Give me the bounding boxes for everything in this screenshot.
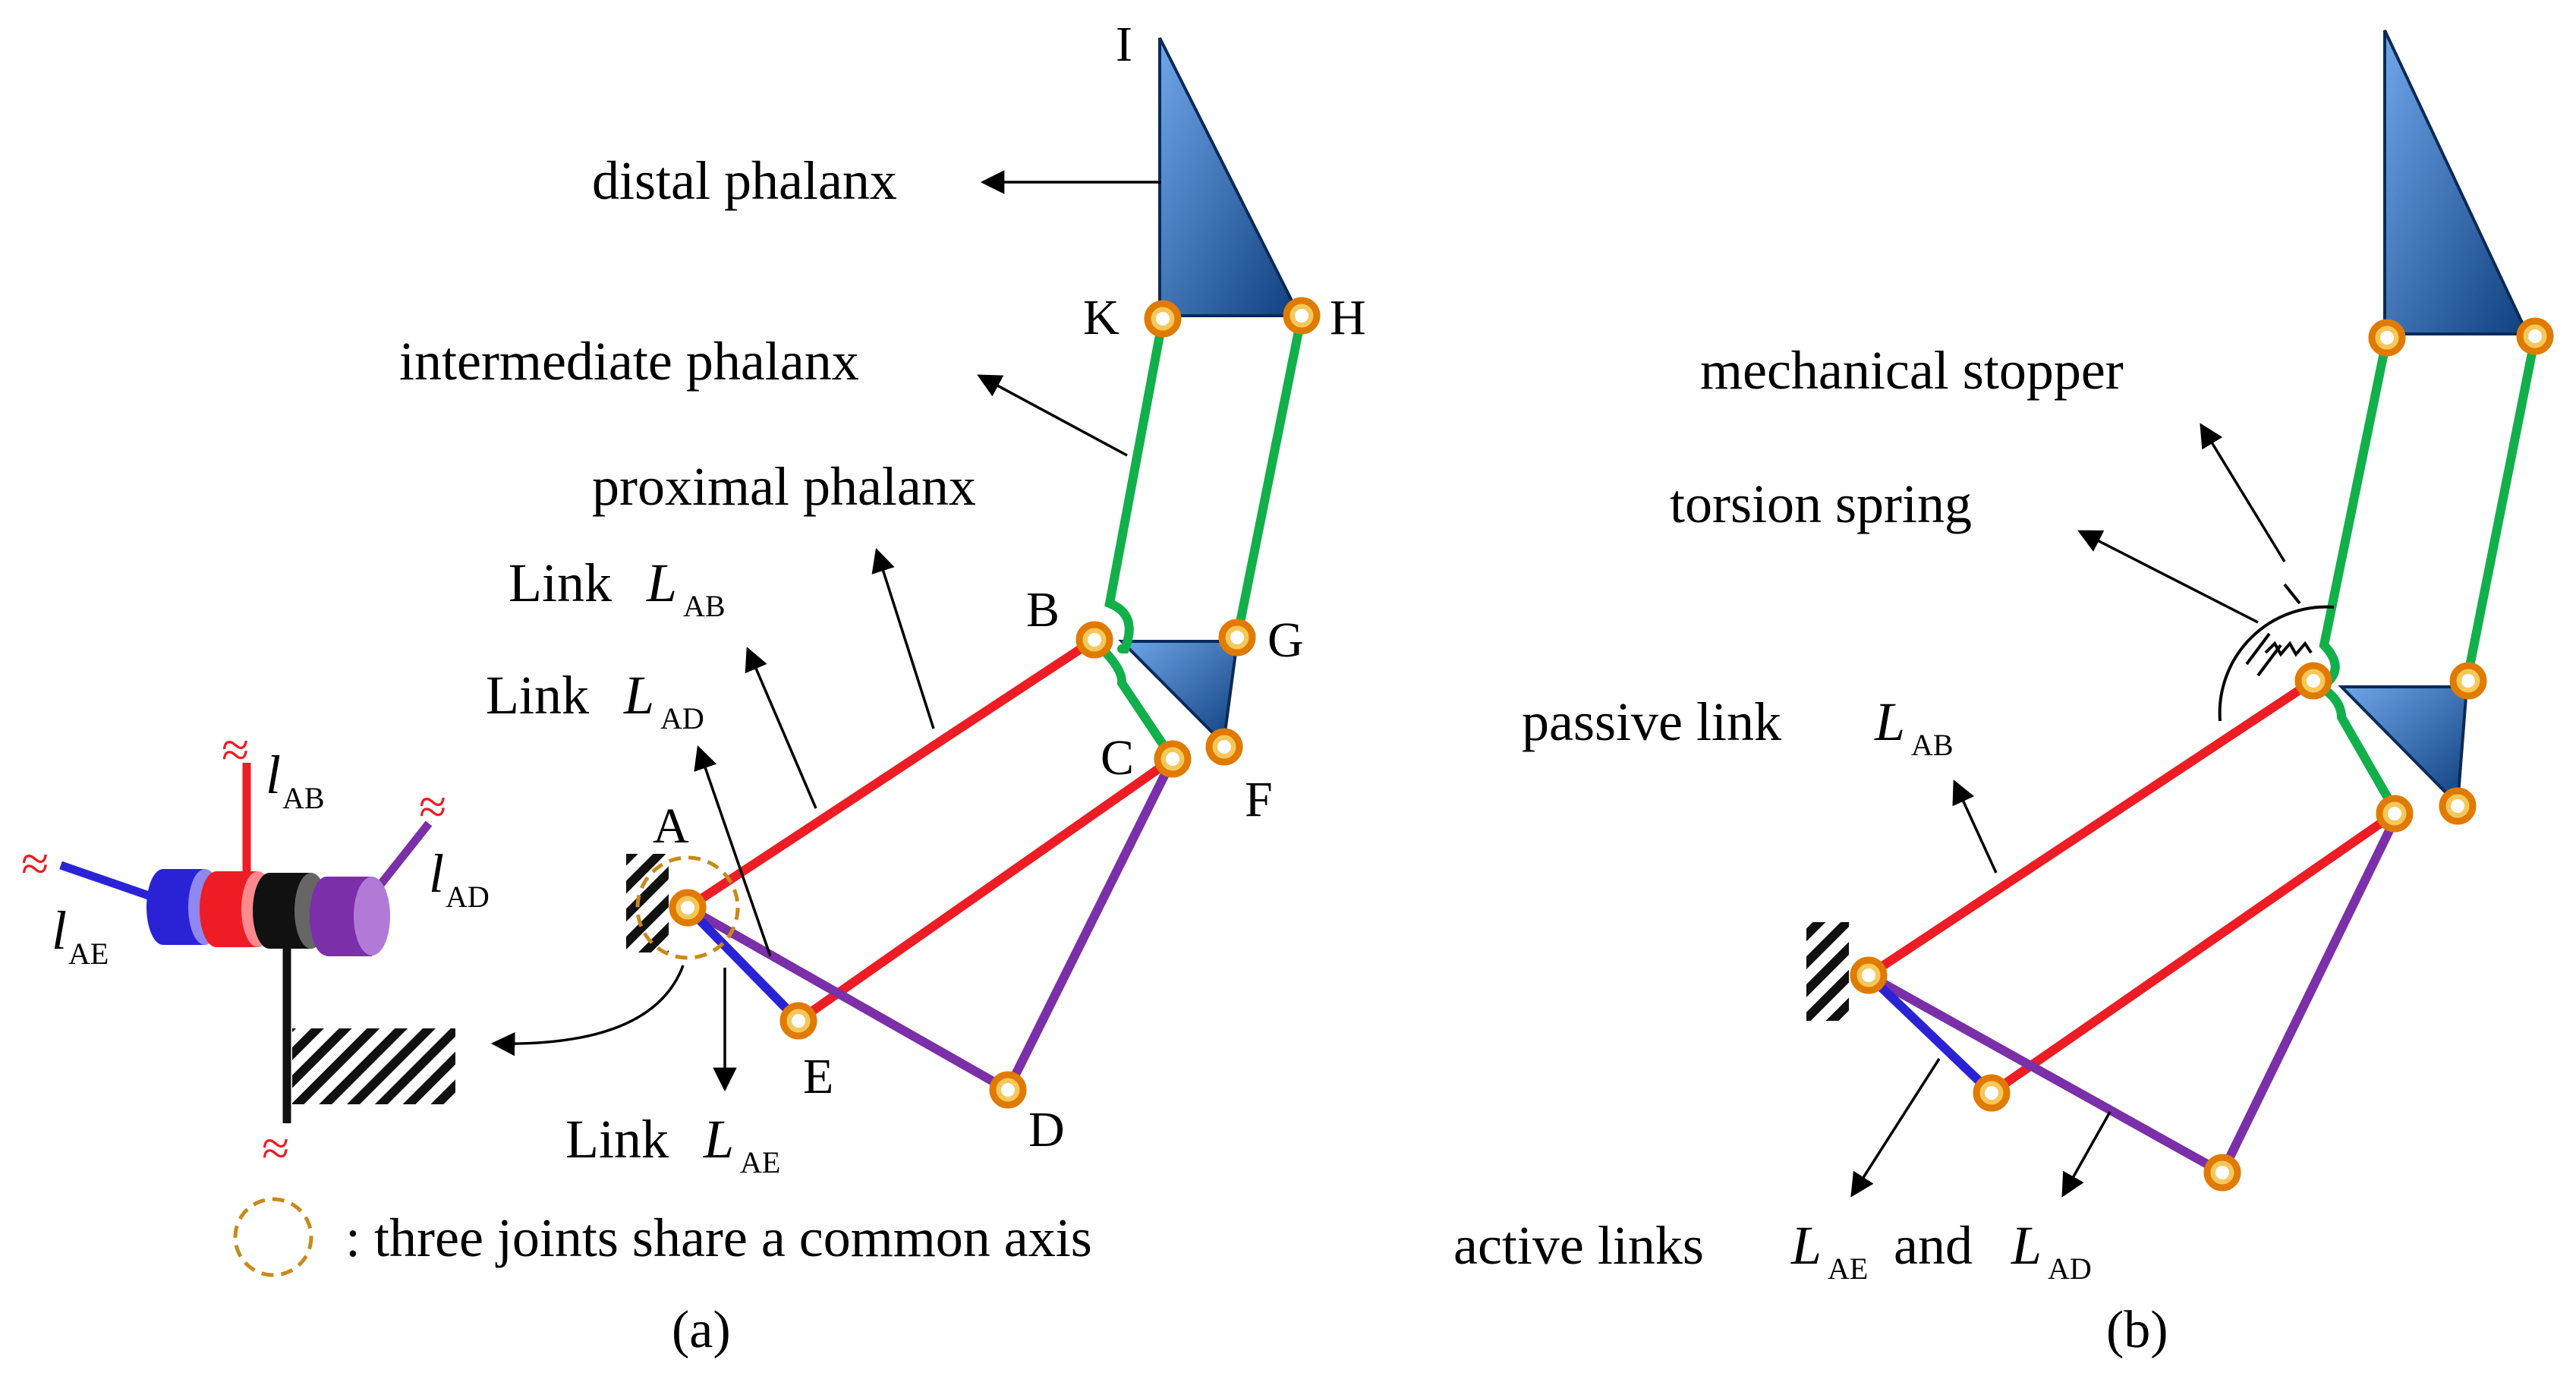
b-blue-link (1864, 971, 1996, 1097)
legend-dashed-circle-icon (233, 1197, 313, 1277)
point-label-h: H (1330, 290, 1366, 345)
arrow-link-ab (745, 647, 817, 809)
break-mark-ab: ≈ (222, 723, 249, 778)
label-l-ab-small: l AB (266, 745, 325, 815)
blue-link-ae (683, 903, 803, 1025)
svg-text:L: L (2011, 1215, 2042, 1276)
arrow-to-detail (490, 965, 685, 1056)
arrow-intermediate (977, 374, 1128, 457)
purple-links (683, 754, 1177, 1094)
arrow-active-ae (1850, 1058, 1941, 1198)
detail-ground-hatch (292, 1028, 455, 1104)
svg-text:active links: active links (1453, 1215, 1704, 1276)
svg-text:L: L (703, 1109, 734, 1170)
break-mark-ad: ≈ (419, 779, 446, 835)
svg-text:AE: AE (740, 1145, 780, 1179)
svg-text:AB: AB (683, 589, 726, 623)
arrow-passive (1952, 779, 1998, 874)
svg-text:l: l (52, 900, 67, 961)
svg-text:AD: AD (2048, 1252, 2092, 1286)
point-label-d: D (1028, 1102, 1065, 1157)
label-l-ad-small: l AD (429, 843, 490, 914)
arrow-stopper (2200, 423, 2286, 562)
point-label-b: B (1026, 582, 1060, 638)
panel-b: mechanical stopper torsion spring passiv… (1453, 30, 2554, 1359)
svg-text:AD: AD (446, 880, 490, 914)
svg-text:Link: Link (509, 553, 612, 613)
svg-text:L: L (646, 553, 677, 613)
arrow-active-ad (2061, 1111, 2112, 1198)
cylinder-purple (310, 877, 390, 956)
break-mark-ground: ≈ (262, 1121, 289, 1176)
point-label-f: F (1245, 772, 1273, 827)
svg-text:Link: Link (486, 665, 589, 726)
label-link-ab: Link L AB (509, 553, 726, 623)
point-label-a: A (653, 798, 689, 854)
svg-text:l: l (266, 745, 281, 805)
svg-text:AE: AE (68, 937, 109, 971)
point-label-i: I (1116, 17, 1132, 72)
svg-text:passive link: passive link (1522, 691, 1781, 752)
b-small-triangle (2338, 685, 2469, 808)
svg-text:AE: AE (1828, 1252, 1868, 1286)
panel-a: I K H B G C F A E D distal phalanx inter… (21, 17, 1366, 1359)
label-link-ad: Link L AD (486, 665, 704, 735)
label-active-links: active links L AE and L AD (1453, 1215, 2092, 1286)
distal-phalanx-triangle (1158, 37, 1302, 317)
legend-text: : three joints share a common axis (345, 1208, 1092, 1268)
arrow-spring (2077, 530, 2259, 624)
point-label-c: C (1101, 730, 1134, 786)
svg-text:and: and (1894, 1215, 1973, 1276)
svg-text:l: l (429, 843, 444, 904)
svg-text:AB: AB (282, 781, 325, 815)
svg-text:L: L (1790, 1215, 1822, 1276)
break-mark-ae: ≈ (21, 836, 49, 892)
label-mechanical-stopper: mechanical stopper (1700, 340, 2124, 401)
svg-text:L: L (1874, 691, 1905, 752)
label-proximal-phalanx: proximal phalanx (592, 456, 976, 517)
svg-text:AD: AD (660, 701, 704, 735)
red-links (683, 635, 1177, 1025)
intermediate-small-triangle (1118, 640, 1239, 748)
label-passive-link: passive link L AB (1522, 691, 1954, 762)
point-label-g: G (1268, 612, 1304, 668)
svg-text:L: L (623, 665, 654, 726)
b-distal-triangle (2383, 30, 2530, 335)
label-link-ae: Link L AE (565, 1109, 780, 1179)
arrow-proximal (871, 547, 935, 729)
torsion-spring (2218, 583, 2335, 722)
point-label-k: K (1083, 290, 1120, 345)
svg-text:Link: Link (565, 1109, 669, 1170)
common-axis-circle (635, 855, 740, 960)
svg-text:AB: AB (1911, 728, 1954, 762)
b-ground-hatch (1806, 922, 1849, 1021)
label-distal-phalanx: distal phalanx (592, 150, 897, 211)
caption-a: (a) (672, 1301, 731, 1359)
arrow-link-ad (694, 745, 772, 957)
label-torsion-spring: torsion spring (1670, 474, 1972, 534)
caption-b: (b) (2106, 1301, 2168, 1359)
coaxial-joint-detail: ≈ ≈ ≈ ≈ l AB l AD l AE (21, 723, 490, 1176)
point-label-e: E (803, 1049, 833, 1104)
label-intermediate-phalanx: intermediate phalanx (399, 331, 859, 392)
label-l-ae-small: l AE (52, 900, 109, 971)
